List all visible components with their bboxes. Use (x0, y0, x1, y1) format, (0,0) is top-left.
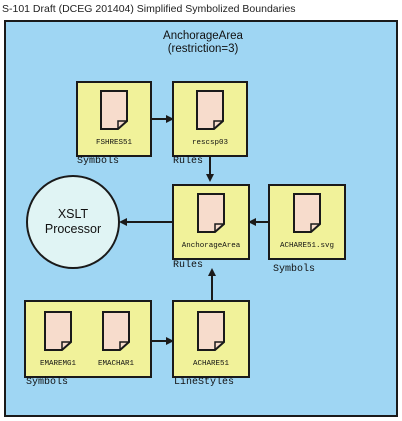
processor-line1: XSLT (57, 207, 89, 221)
symbols-pair-box: EMAREMG1 EMACHAR1 (24, 300, 152, 378)
box-caption: Rules (173, 156, 204, 167)
box-caption: Symbols (26, 377, 69, 388)
document-icon (102, 311, 130, 351)
document-icon (44, 311, 72, 351)
processor-line2: Processor (44, 222, 102, 236)
document-label: rescsp03 (191, 139, 228, 147)
box-caption: Symbols (77, 156, 120, 167)
container-title: AnchorageArea (restriction=3) (6, 30, 400, 56)
box-caption: Symbols (273, 264, 316, 275)
container-title-line2: (restriction=3) (167, 43, 239, 55)
document-label: EMAREMG1 (39, 360, 76, 368)
document-label: ACHARE51 (192, 360, 229, 368)
document-icon (100, 90, 128, 130)
box-caption: Rules (173, 260, 204, 271)
document-icon (196, 90, 224, 130)
document-icon (197, 193, 225, 233)
achare-svg-symbols-box: ACHARE51.svg (268, 184, 346, 260)
document-icon (293, 193, 321, 233)
anchorage-rules-box: AnchorageArea (172, 184, 250, 260)
box-caption: LineStyles (174, 377, 235, 388)
document-label: FSHRES51 (95, 139, 132, 147)
document-label: AnchorageArea (181, 242, 241, 250)
document-icon (197, 311, 225, 351)
rescsp-rules-box: rescsp03 (172, 81, 248, 157)
container-title-line1: AnchorageArea (163, 30, 243, 42)
achare-linestyles-box: ACHARE51 (172, 300, 250, 378)
document-label: ACHARE51.svg (279, 242, 334, 250)
fshres-symbols-box: FSHRES51 (76, 81, 152, 157)
page-title: S-101 Draft (DCEG 201404) Simplified Sym… (2, 3, 296, 15)
document-label: EMACHAR1 (97, 360, 134, 368)
